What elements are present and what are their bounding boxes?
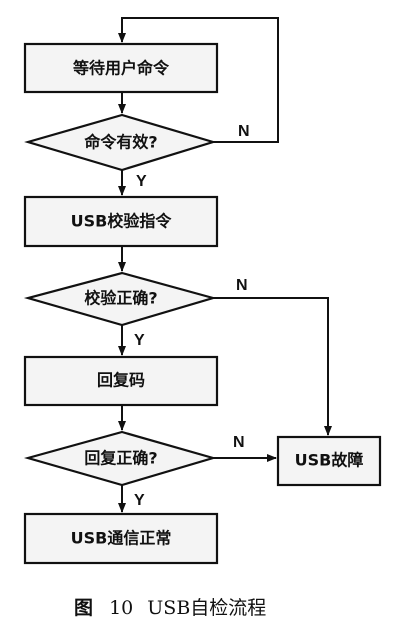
process-reply-code bbox=[23, 355, 219, 407]
edge-verify-incorrect bbox=[213, 297, 332, 436]
terminal-usb-fault bbox=[276, 435, 382, 487]
node-label-command-valid: 命令有效? bbox=[83, 133, 157, 152]
node-label-usb-verify-command: USB校验指令 bbox=[71, 212, 173, 231]
figure-caption: 图 10 USB自检流程 bbox=[74, 597, 266, 619]
caption-prefix: 图 bbox=[74, 597, 93, 619]
decision-reply-correct bbox=[23, 430, 217, 487]
process-usb-verify-command bbox=[23, 195, 219, 248]
node-label-usb-fault: USB故障 bbox=[295, 451, 364, 470]
edge-label-command-valid-no: N bbox=[238, 123, 250, 140]
decision-verify-correct bbox=[23, 271, 218, 327]
edge-label-reply-correct-yes: Y bbox=[134, 492, 145, 509]
caption-number: 10 bbox=[109, 597, 133, 619]
edge-command-invalid-loop bbox=[118, 17, 279, 143]
edge-label-reply-correct-no: N bbox=[233, 434, 245, 451]
edge-label-verify-correct-no: N bbox=[236, 277, 248, 294]
node-label-reply-correct: 回复正确? bbox=[84, 449, 157, 468]
node-label-reply-code: 回复码 bbox=[97, 371, 145, 390]
node-label-usb-ok: USB通信正常 bbox=[71, 529, 172, 548]
edge-label-verify-correct-yes: Y bbox=[134, 332, 145, 349]
caption-title: USB自检流程 bbox=[147, 597, 266, 619]
node-label-verify-correct: 校验正确? bbox=[84, 289, 157, 308]
process-wait-command bbox=[23, 42, 219, 94]
node-label-wait-command: 等待用户命令 bbox=[72, 59, 170, 78]
decision-command-valid bbox=[24, 113, 217, 172]
terminal-usb-ok bbox=[23, 512, 219, 565]
edge-label-command-valid-yes: Y bbox=[136, 173, 147, 190]
